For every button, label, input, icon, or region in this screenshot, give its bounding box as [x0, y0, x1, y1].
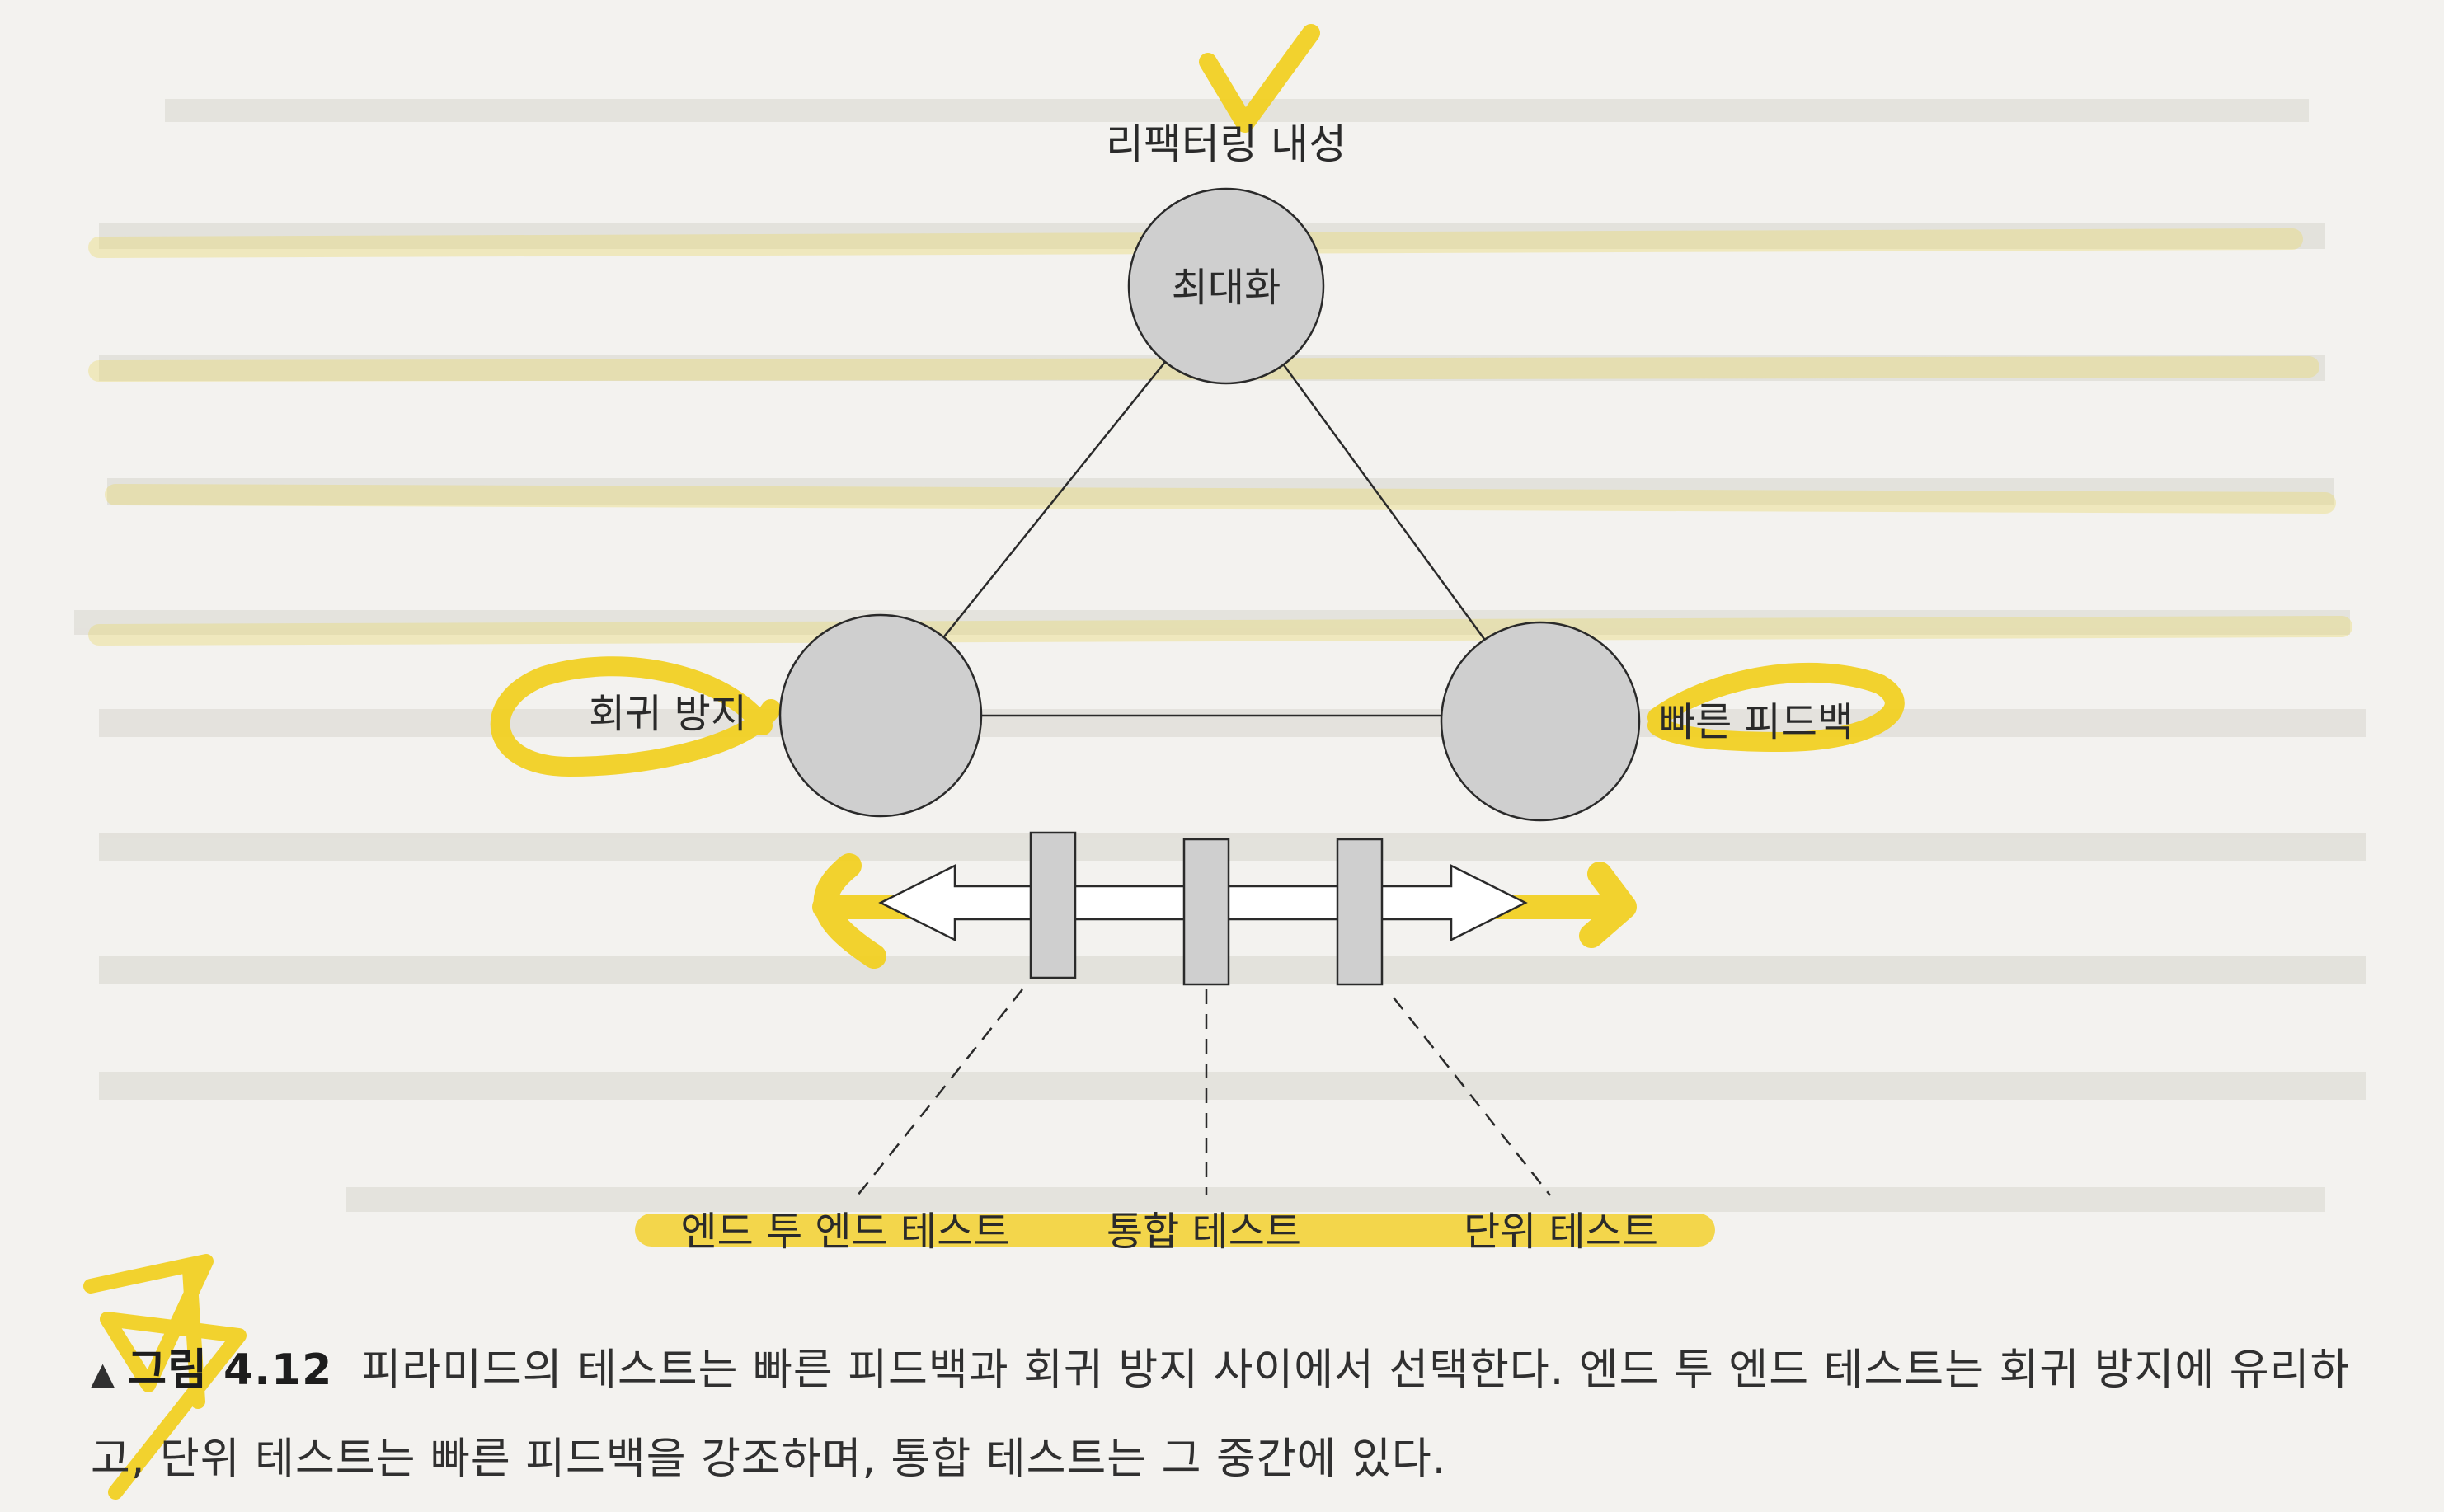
star-highlight: [83, 1254, 247, 1500]
integration-bar: [1182, 838, 1230, 986]
right-loop-highlight: [1647, 662, 1905, 752]
background-text-bands: [74, 99, 2366, 1212]
highlighter-marks: [83, 24, 1905, 1500]
e2e-test-label: 엔드 투 엔드 테스트: [680, 1209, 1009, 1255]
top-label: 리팩터링 내성: [1106, 120, 1347, 168]
left-node: [778, 613, 983, 818]
caption-marker: ▲: [91, 1355, 116, 1392]
right-node: [1440, 621, 1641, 822]
left-loop-highlight: [490, 656, 781, 777]
unit-test-label: 단위 테스트: [1464, 1209, 1658, 1255]
right-label: 빠른 피드백: [1659, 699, 1854, 745]
top-node: [1127, 187, 1325, 385]
caption-text: 피라미드의 테스트는 빠른 피드백과 회귀 방지 사이에서 선택한다. 엔드 투…: [91, 1345, 2351, 1484]
left-label: 회귀 방지: [589, 691, 747, 737]
figure-caption: ▲ 그림 4.12 피라미드의 테스트는 빠른 피드백과 회귀 방지 사이에서 선…: [91, 1327, 2366, 1502]
figure-number: 그림 4.12: [127, 1345, 333, 1395]
integration-test-label: 통합 테스트: [1107, 1209, 1301, 1255]
e2e-bar: [1029, 831, 1077, 979]
top-node-label: 최대화: [1172, 265, 1281, 311]
unit-bar: [1336, 838, 1384, 986]
checkmark-highlight: [1199, 24, 1320, 133]
dashed-connectors: [857, 988, 1551, 1196]
